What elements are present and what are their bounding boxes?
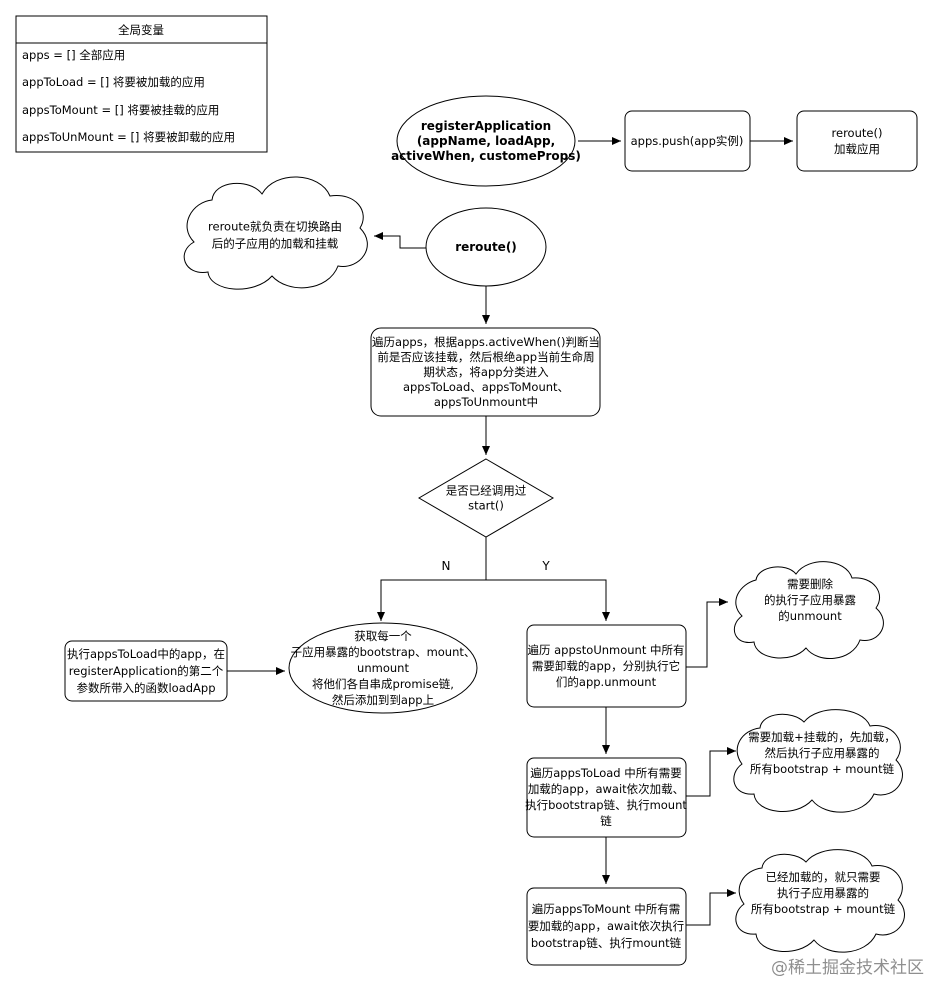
- node-text-line: unmount: [357, 661, 409, 675]
- node-traverse-load: 遍历appsToLoad 中所有需要加载的app，await依次加载、执行boo…: [525, 757, 687, 838]
- node-text-line: 遍历 appstoUnmount 中所有: [527, 643, 684, 657]
- node-text-line: (appName, loadApp,: [417, 134, 555, 148]
- node-text-line: 执行子应用暴露的: [777, 886, 869, 900]
- edge-label-yes: Y: [541, 559, 550, 573]
- svg-text:reroute()加载应用: reroute() 加载应用: [832, 126, 883, 156]
- node-text-line: 然后添加到到app上: [332, 693, 434, 707]
- node-text-line: 然后执行子应用暴露的: [765, 746, 880, 760]
- cloud-load-and-mount: 需要加载+挂载的，先加载， 然后执行子应用暴露的所有bootstrap + mou…: [733, 709, 903, 813]
- node-text-line: 要加载的app，await依次执行: [528, 919, 684, 933]
- global-variable-row: apps = [] 全部应用: [22, 48, 125, 62]
- node-text-line: 所有bootstrap + mount链: [750, 762, 895, 776]
- node-text-line: 执行appsToLoad中的app，在: [67, 647, 225, 661]
- node-traverse-mount: 遍历appsToMount 中所有需要加载的app，await依次执行 boots…: [526, 887, 687, 966]
- node-text-line: reroute就负责在切换路由: [208, 220, 342, 234]
- node-text-line: 们的app.unmount: [556, 675, 657, 689]
- node-text-line: 参数所带入的函数loadApp: [76, 681, 215, 695]
- global-variable-row: appToLoad = [] 将要被加载的应用: [22, 75, 205, 89]
- svg-text:registerApplication(appName, l: registerApplication(appName, loadApp,act…: [391, 119, 581, 163]
- node-reroute-load: reroute() 加载应用: [796, 110, 918, 172]
- svg-text:遍历appsToLoad 中所有需要加载的app，await: 遍历appsToLoad 中所有需要加载的app，await依次加载、执行boo…: [525, 766, 687, 828]
- node-text-line: 遍历appsToMount 中所有需: [532, 902, 680, 916]
- global-variable-row: appsToMount = [] 将要被挂载的应用: [22, 103, 219, 117]
- edge-load-to-cloud: [686, 747, 736, 797]
- node-text-line: 期状态，将app分类进入: [423, 365, 549, 379]
- node-traverse-apps: 遍历apps，根据apps.activeWhen()判断当前是否应该挂载，然后根…: [370, 327, 601, 417]
- global-variable-row: appsToUnMount = [] 将要被卸载的应用: [22, 130, 235, 144]
- node-text-line: 前是否应该挂载，然后根绝app当前生命周: [377, 350, 594, 364]
- edge-unmount-to-cloud: [686, 598, 728, 668]
- node-traverse-unmount: 遍历 appstoUnmount 中所有需要卸载的app，分别执行它们的app.…: [526, 624, 687, 708]
- svg-text:已经加载的，就只需要执行子应用暴露的所有bootstrap: 已经加载的，就只需要执行子应用暴露的所有bootstrap + mount链: [751, 870, 896, 916]
- node-text-line: 链: [600, 814, 612, 828]
- node-exec-apps-to-load: 执行appsToLoad中的app，在 registerApplication的第…: [64, 640, 228, 702]
- node-text-line: 加载应用: [834, 142, 880, 156]
- node-text-line: 遍历appsToLoad 中所有需要: [530, 766, 682, 780]
- node-text-line: 将他们各自串成promise链,: [312, 677, 454, 691]
- cloud-mount: 已经加载的，就只需要执行子应用暴露的所有bootstrap + mount链: [735, 849, 905, 953]
- edge-decision-yes: [486, 579, 610, 621]
- global-variables-title: 全局变量: [118, 23, 164, 37]
- global-variables-table: 全局变量 apps = [] 全部应用 appToLoad = [] 将要被加载…: [15, 15, 268, 153]
- node-text-line: 获取每一个: [354, 629, 412, 643]
- node-register-application: registerApplication(appName, loadApp,act…: [391, 95, 581, 187]
- cloud-reroute-description: reroute就负责在切换路由后的子应用的加载和挂载: [183, 176, 368, 290]
- svg-text:遍历appsToMount 中所有需要加载的app，awai: 遍历appsToMount 中所有需要加载的app，await依次执行 boots…: [528, 902, 684, 950]
- edge-mount-to-cloud: [686, 889, 736, 926]
- watermark: @稀土掘金技术社区: [771, 958, 924, 978]
- svg-text:reroute(): reroute(): [455, 240, 517, 254]
- node-text-line: apps.push(app实例): [631, 134, 744, 148]
- node-text-line: registerApplication的第二个: [69, 664, 224, 678]
- node-text-line: 遍历apps，根据apps.activeWhen()判断当: [372, 335, 600, 349]
- edge-reroute-to-cloud: [374, 232, 427, 249]
- edge-label-no: N: [442, 559, 451, 573]
- node-get-lifecycles: 获取每一个子应用暴露的bootstrap、mount、 unmount 将他们各自串…: [288, 622, 478, 714]
- node-text-line: 需要加载+挂载的，先加载，: [748, 730, 896, 744]
- svg-text:需要删除的执行子应用暴露的unmount: 需要删除的执行子应用暴露的unmount: [764, 577, 856, 623]
- svg-text:遍历apps，根据apps.activeWhen()判断当前: 遍历apps，根据apps.activeWhen()判断当前是否应该挂载，然后根…: [372, 335, 600, 409]
- node-text-line: 已经加载的，就只需要: [766, 870, 881, 884]
- node-text-line: 的执行子应用暴露: [764, 593, 856, 607]
- node-text-line: 的unmount: [778, 609, 842, 623]
- node-text-line: 是否已经调用过: [446, 484, 527, 498]
- svg-text:需要加载+挂载的，先加载，然后执行子应用暴露的所有boots: 需要加载+挂载的，先加载， 然后执行子应用暴露的所有bootstrap + mou…: [748, 730, 896, 776]
- node-text-line: 需要卸载的app，分别执行它: [532, 659, 680, 673]
- edge-decision-no: [377, 537, 487, 621]
- node-text-line: 所有bootstrap + mount链: [751, 902, 896, 916]
- node-text-line: appsToUnmount中: [434, 395, 538, 409]
- edges: N Y: [227, 137, 793, 926]
- node-text-line: 子应用暴露的bootstrap、mount、: [291, 645, 476, 659]
- node-apps-push: apps.push(app实例): [624, 110, 751, 172]
- node-text-line: 需要删除: [787, 577, 833, 591]
- svg-text:获取每一个子应用暴露的bootstrap、mount、unm: 获取每一个子应用暴露的bootstrap、mount、 unmount 将他们各自串…: [291, 629, 476, 707]
- node-reroute: reroute(): [425, 207, 547, 287]
- svg-text:遍历 appstoUnmount 中所有需要卸载的app，分: 遍历 appstoUnmount 中所有需要卸载的app，分别执行它们的app.…: [527, 643, 684, 689]
- node-text-line: registerApplication: [421, 119, 551, 133]
- node-text-line: activeWhen, customeProps): [391, 149, 581, 163]
- node-text-line: 后的子应用的加载和挂载: [212, 237, 339, 251]
- cloud-unmount: 需要删除的执行子应用暴露的unmount: [733, 561, 884, 659]
- node-text-line: reroute(): [832, 126, 883, 140]
- node-text-line: bootstrap链、执行mount链: [531, 936, 682, 950]
- svg-text:apps.push(app实例): apps.push(app实例): [631, 134, 744, 148]
- node-text-line: 执行bootstrap链、执行mount: [525, 798, 687, 812]
- node-text-line: appsToLoad、appsToMount、: [403, 380, 569, 394]
- node-text-line: start(): [468, 499, 504, 513]
- svg-text:reroute就负责在切换路由后的子应用的加载和挂载: reroute就负责在切换路由后的子应用的加载和挂载: [208, 220, 342, 251]
- node-text-line: reroute(): [455, 240, 517, 254]
- node-text-line: 加载的app，await依次加载、: [528, 782, 684, 796]
